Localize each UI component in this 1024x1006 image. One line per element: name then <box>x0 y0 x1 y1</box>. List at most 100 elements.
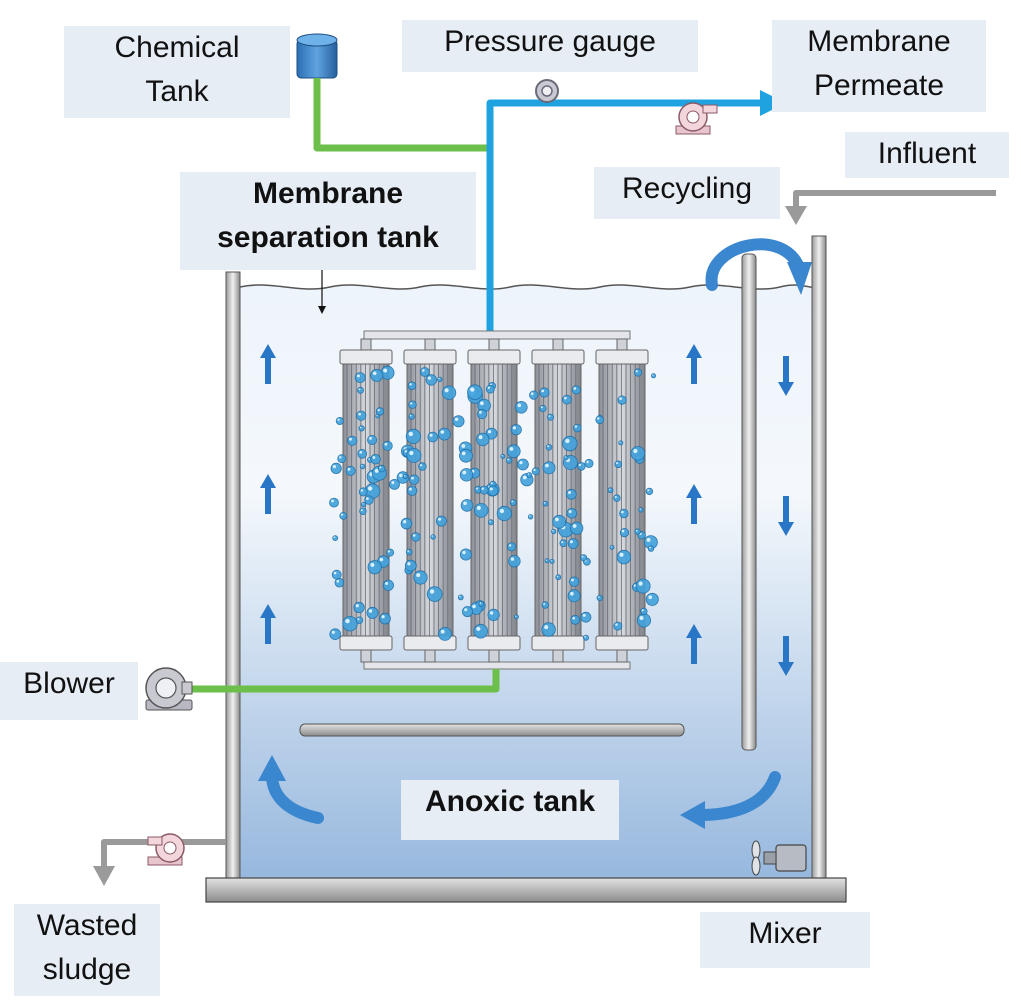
permeate-pump-icon <box>675 102 718 135</box>
air-bubble <box>370 454 381 465</box>
bubble-highlight <box>548 415 551 417</box>
bubble-highlight <box>561 541 564 544</box>
air-bubble <box>413 570 428 585</box>
air-bubble <box>459 468 474 482</box>
bubble-highlight <box>369 436 372 440</box>
air-manifold <box>363 661 631 670</box>
air-bubble <box>547 413 555 421</box>
air-bubble <box>382 440 393 451</box>
bubble-highlight <box>615 623 618 626</box>
chemical-tank-icon <box>296 33 338 79</box>
bubble-highlight <box>639 508 641 510</box>
bubble-highlight <box>409 414 412 417</box>
bubble-highlight <box>573 387 577 390</box>
air-bubble <box>353 601 365 614</box>
module-top-connector <box>552 338 564 352</box>
bubble-highlight <box>652 374 654 376</box>
label-anoxic-tank: Anoxic tank <box>401 780 619 840</box>
bubble-highlight <box>408 431 413 437</box>
flow-arrow-head <box>778 382 794 396</box>
bubble-highlight <box>374 468 379 473</box>
bubble-highlight <box>616 462 619 465</box>
air-bubble <box>638 507 644 513</box>
air-bubble <box>542 500 549 507</box>
air-bubble <box>427 431 439 443</box>
bubble-highlight <box>489 611 494 615</box>
air-bubble <box>404 559 417 572</box>
bubble-highlight <box>621 529 625 533</box>
flow-arrow-up <box>686 624 702 664</box>
bubble-highlight <box>572 524 577 528</box>
flow-arrow-head <box>778 662 794 676</box>
bubble-highlight <box>547 445 549 448</box>
air-bubble <box>437 376 443 383</box>
bubble-highlight <box>568 491 571 494</box>
flow-arrow-return-left <box>694 771 781 821</box>
bubble-highlight <box>598 596 600 598</box>
air-bubble <box>360 501 367 508</box>
air-bubble <box>566 507 578 519</box>
air-bubble <box>506 542 517 552</box>
module-top-connector <box>488 338 500 352</box>
bubble-highlight <box>368 609 373 613</box>
bubble-highlight <box>419 464 423 467</box>
air-bubble <box>438 627 452 641</box>
air-bubble <box>459 548 472 561</box>
bubble-highlight <box>584 635 586 638</box>
air-bubble <box>459 448 473 463</box>
air-bubble <box>570 614 581 625</box>
air-bubble <box>640 607 648 616</box>
bubble-highlight <box>357 618 360 621</box>
sludge-pipe <box>101 839 226 872</box>
air-bubble <box>358 487 368 497</box>
bubble-highlight <box>381 615 385 619</box>
air-bubble <box>617 395 627 405</box>
air-bubble <box>409 474 420 485</box>
air-bubble <box>633 368 643 377</box>
bubble-highlight <box>610 546 612 548</box>
bubble-highlight <box>527 473 530 475</box>
bubble-highlight <box>370 562 375 567</box>
air-bubble <box>377 464 386 473</box>
air-bubble <box>332 535 339 541</box>
air-bubble <box>505 457 513 464</box>
air-bubble <box>345 465 356 476</box>
bubble-highlight <box>647 489 650 492</box>
bubble-highlight <box>641 609 644 612</box>
air-bubble <box>405 428 421 444</box>
air-bubbles <box>329 365 659 641</box>
bubble-highlight <box>429 433 433 437</box>
bubble-highlight <box>379 557 384 562</box>
bubble-highlight <box>399 473 403 478</box>
bubble-highlight <box>564 396 567 400</box>
bubble-highlight <box>545 559 547 561</box>
bubble-highlight <box>331 499 334 503</box>
air-bubble <box>419 367 430 377</box>
bubble-highlight <box>409 383 412 386</box>
flow-arrow-shaft <box>265 616 271 644</box>
air-bubble <box>570 521 584 535</box>
air-bubble <box>435 515 447 527</box>
air-bubble <box>630 446 646 461</box>
flow-arrow-shaft <box>783 636 789 664</box>
bubble-highlight <box>367 486 373 491</box>
bubble-highlight <box>336 579 340 583</box>
membrane-modules <box>339 338 649 663</box>
bubble-highlight <box>464 608 468 612</box>
module-top-cap <box>339 349 393 365</box>
flow-arrow-shaft <box>783 496 789 524</box>
bubble-highlight <box>387 550 390 553</box>
air-bubble <box>526 472 533 478</box>
bubble-highlight <box>581 555 584 558</box>
bubble-highlight <box>510 557 515 561</box>
bubble-highlight <box>459 595 461 598</box>
bubble-highlight <box>479 602 482 604</box>
air-bubble <box>359 463 366 470</box>
label-membrane-separation-tank: Membrane separation tank <box>180 172 476 270</box>
bubble-highlight <box>368 458 371 460</box>
bubble-highlight <box>639 616 644 620</box>
flow-arrow-head <box>686 624 702 638</box>
air-bubble <box>400 517 413 530</box>
bubble-highlight <box>489 520 491 523</box>
air-bubble <box>339 512 348 520</box>
